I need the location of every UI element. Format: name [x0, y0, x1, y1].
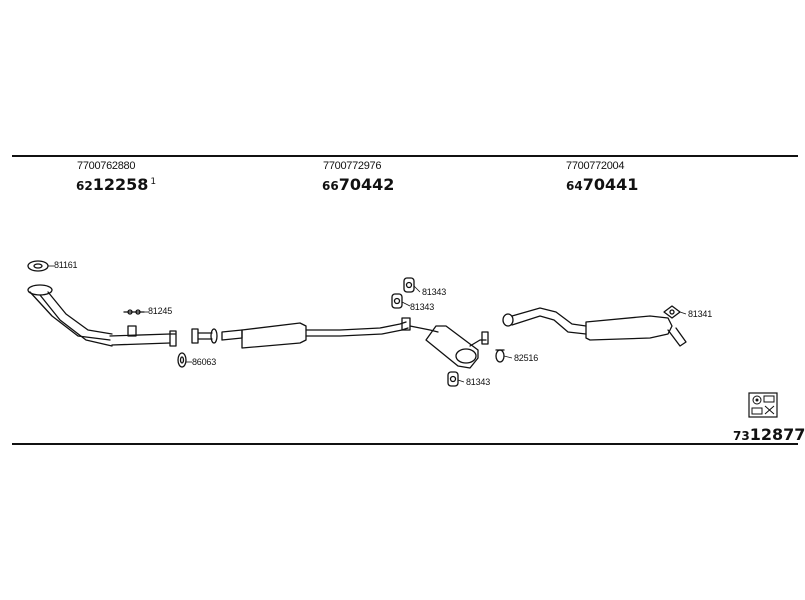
oem-number-1: 7700762880 [77, 160, 136, 172]
middle-silencer [221, 317, 411, 349]
part-note: 1 [150, 176, 157, 187]
mount-b-icon [391, 293, 403, 309]
label-mount-c: 81343 [466, 377, 491, 387]
part-prefix: 66 [322, 179, 339, 193]
rear-pipe [502, 307, 687, 347]
center-connector [191, 328, 218, 344]
label-mount-a: 81343 [422, 287, 447, 297]
part-prefix: 64 [566, 179, 583, 193]
bottom-rule [12, 443, 798, 445]
part-prefix: 62 [76, 179, 93, 193]
part-main: 12258 [92, 175, 149, 194]
gasket-icon [27, 260, 49, 272]
parts-box-icon [748, 392, 778, 418]
label-gasket: 81161 [54, 260, 78, 270]
mount-a-icon [403, 277, 415, 293]
clamp2-icon [495, 349, 505, 363]
oem-number-3: 7700772004 [566, 160, 625, 172]
label-mount-rear: 81341 [688, 309, 713, 319]
front-downpipe [27, 284, 177, 347]
kit-prefix: 73 [733, 429, 750, 443]
mount-rear-icon [663, 305, 681, 319]
top-rule [12, 155, 798, 157]
label-mount-b: 81343 [410, 302, 435, 312]
kit-number: 7312877 [733, 425, 805, 444]
part-number-3: 6470441 [566, 175, 638, 194]
part-main: 70441 [582, 175, 639, 194]
part-main: 70442 [338, 175, 395, 194]
label-sensor: 81245 [148, 306, 173, 316]
label-clamp2: 82516 [514, 353, 539, 363]
label-clamp: 86063 [192, 357, 217, 367]
intermediate-box [409, 325, 489, 369]
sensor-icon [123, 309, 145, 315]
part-number-2: 6670442 [322, 175, 394, 194]
kit-main: 12877 [749, 425, 805, 444]
oem-number-2: 7700772976 [323, 160, 382, 172]
mount-c-icon [447, 371, 459, 387]
clamp-icon [177, 352, 187, 368]
